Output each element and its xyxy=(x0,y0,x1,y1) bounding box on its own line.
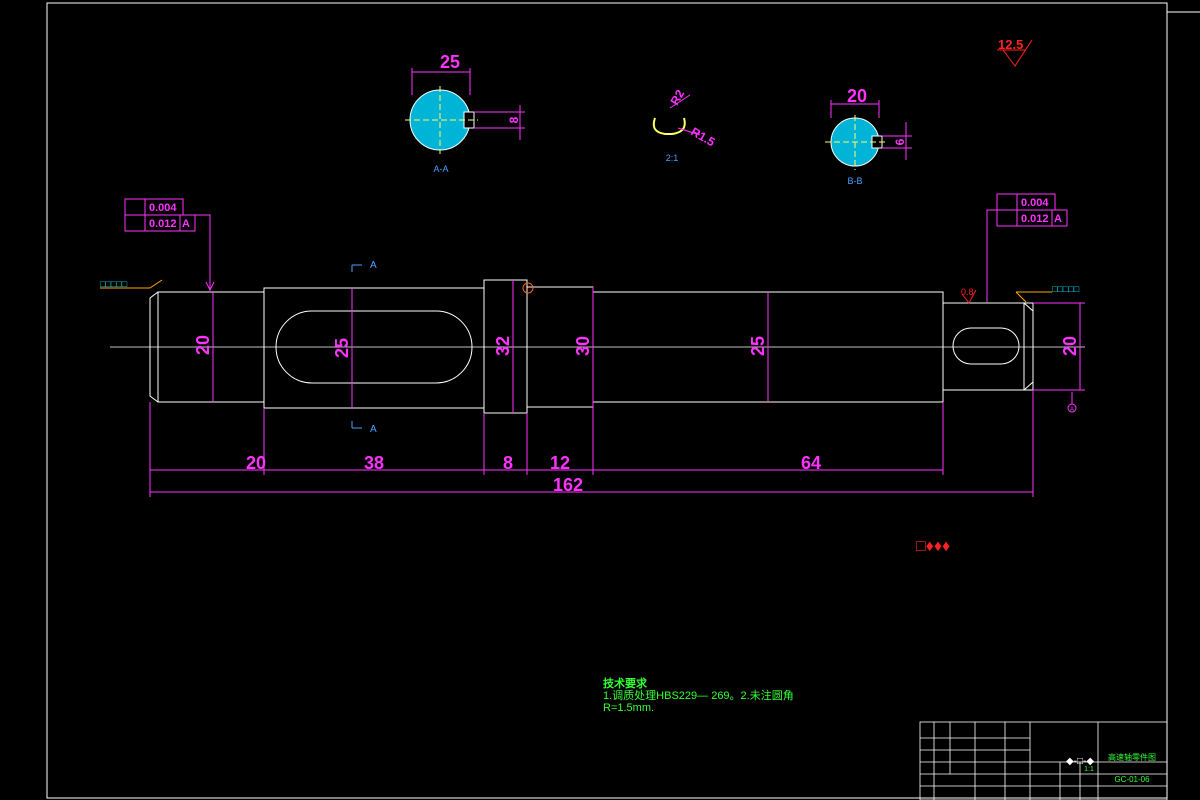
detail-view: R2 R1.5 2:1 xyxy=(652,87,718,163)
tolerance-frame-left: 0.004 0.012 A xyxy=(124,198,215,292)
diameter-label: 20 xyxy=(193,335,213,355)
drawing-frame xyxy=(46,2,1200,799)
roughness-local-value: 0.8 xyxy=(961,287,974,297)
shaft-segment-2 xyxy=(263,287,485,409)
overall-length-label: 162 xyxy=(553,475,583,495)
section-b-depth: 6 xyxy=(893,138,907,145)
projection-symbol: ◆-□-◆ xyxy=(1066,756,1094,767)
center-hole-notes: □□□□□ □□□□□ xyxy=(100,279,1080,303)
detail-scale: 2:1 xyxy=(666,153,679,163)
section-b-label: B-B xyxy=(847,176,862,186)
title-block-name: 高速轴零件图 xyxy=(1108,752,1156,762)
stray-symbols: □♦♦♦ xyxy=(916,538,950,555)
tol-right-row1: 0.004 xyxy=(1021,197,1049,209)
diameter-dim-lines xyxy=(212,280,1085,413)
length-label: 8 xyxy=(503,453,513,473)
detail-r1: R2 xyxy=(667,87,687,108)
notes-line2: R=1.5mm. xyxy=(603,702,654,714)
section-markers: A A xyxy=(351,260,534,435)
technical-notes: 技术要求 1.调质处理HBS229— 269。2.未注圆角 R=1.5mm. xyxy=(603,676,794,714)
title-block-drawing-no: GC-01-06 xyxy=(1114,775,1150,784)
section-b-b: 20 6 B-B xyxy=(825,86,912,186)
section-marker-bottom: A xyxy=(370,424,377,435)
length-label: 38 xyxy=(364,453,384,473)
notes-line1: 1.调质处理HBS229— 269。2.未注圆角 xyxy=(603,688,794,702)
length-labels: 20 38 8 12 64 162 xyxy=(246,453,821,495)
keyway-right xyxy=(952,327,1020,365)
shaft-segment-6 xyxy=(942,302,1034,391)
center-hole-right: □□□□□ xyxy=(1052,284,1080,294)
diameter-label: 30 xyxy=(573,336,593,356)
diameter-labels: 20 25 32 30 25 20 xyxy=(193,335,1080,358)
tol-right-datum: A xyxy=(1054,213,1062,225)
detail-r2: R1.5 xyxy=(689,124,718,149)
roughness-top-value: 12.5 xyxy=(998,37,1023,52)
datum-symbol: A xyxy=(1067,392,1077,413)
tol-left-row1: 0.004 xyxy=(149,202,177,214)
center-hole-left: □□□□□ xyxy=(100,279,128,289)
diameter-label: 25 xyxy=(332,338,352,358)
diameter-label: 20 xyxy=(1060,336,1080,356)
section-a-width: 25 xyxy=(440,52,460,72)
length-label: 20 xyxy=(246,453,266,473)
datum-label: A xyxy=(1070,407,1074,413)
section-a-depth: 8 xyxy=(507,116,521,123)
title-block: 高速轴零件图 GC-01-06 1:1 ◆-□-◆ xyxy=(919,721,1168,800)
title-block-scale: 1:1 xyxy=(1084,766,1094,773)
tolerance-frame-right: 0.004 0.012 A xyxy=(986,193,1068,302)
roughness-symbol-local: 0.8 xyxy=(961,287,977,304)
section-a-a: 25 8 A-A xyxy=(405,52,525,174)
tol-left-row2: 0.012 xyxy=(149,218,177,230)
length-dim-lines xyxy=(149,390,1034,497)
section-a-label: A-A xyxy=(433,164,448,174)
tol-left-datum: A xyxy=(182,218,190,230)
roughness-symbol-top: 12.5 xyxy=(997,37,1033,67)
diameter-label: 32 xyxy=(493,336,513,356)
section-marker-top: A xyxy=(370,260,377,271)
notes-title: 技术要求 xyxy=(603,676,648,690)
section-b-width: 20 xyxy=(847,86,867,106)
length-label: 12 xyxy=(550,453,570,473)
diameter-label: 25 xyxy=(748,336,768,356)
tol-right-row2: 0.012 xyxy=(1021,213,1049,225)
length-label: 64 xyxy=(801,453,821,473)
